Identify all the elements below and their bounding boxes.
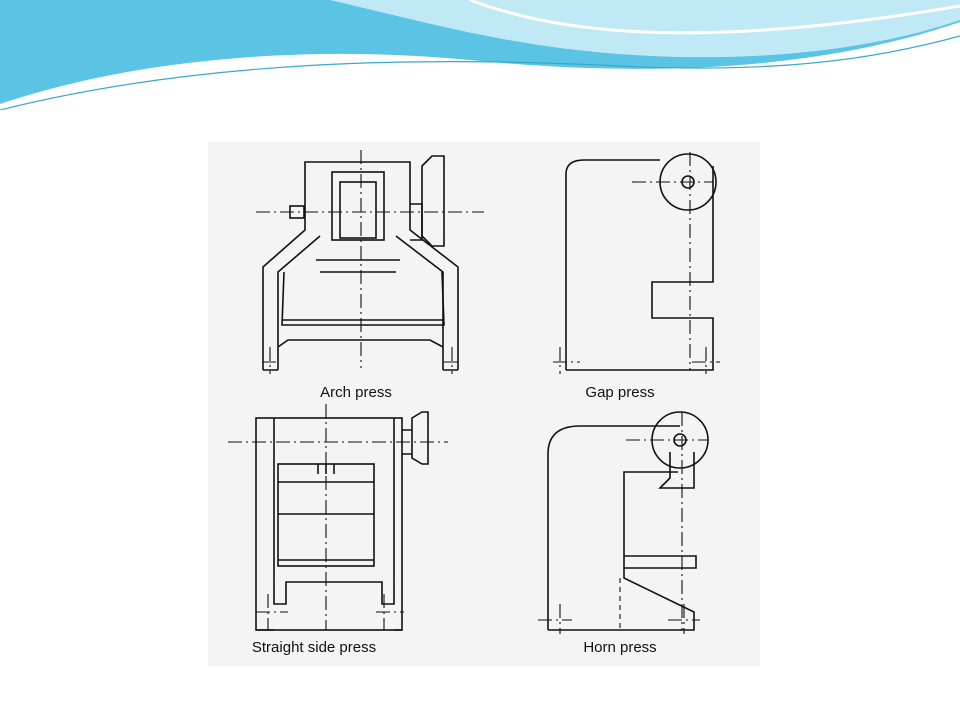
wave-thin-line <box>0 35 960 110</box>
header-wave-decoration <box>0 0 960 110</box>
caption-gap-press: Gap press <box>585 384 655 401</box>
horn-press-drawing <box>538 411 709 634</box>
arch-press-drawing <box>256 150 484 374</box>
press-drawings <box>228 150 720 634</box>
straight-side-press-drawing <box>228 404 448 631</box>
wave-band-light <box>330 0 960 58</box>
press-types-figure: Arch press Gap press Straight side press… <box>208 142 760 666</box>
gap-press-drawing <box>553 152 720 374</box>
wave-highlight <box>469 0 960 35</box>
caption-straight-side-press: Straight side press <box>251 639 377 656</box>
caption-arch-press: Arch press <box>320 384 392 401</box>
caption-horn-press: Horn press <box>583 639 657 656</box>
